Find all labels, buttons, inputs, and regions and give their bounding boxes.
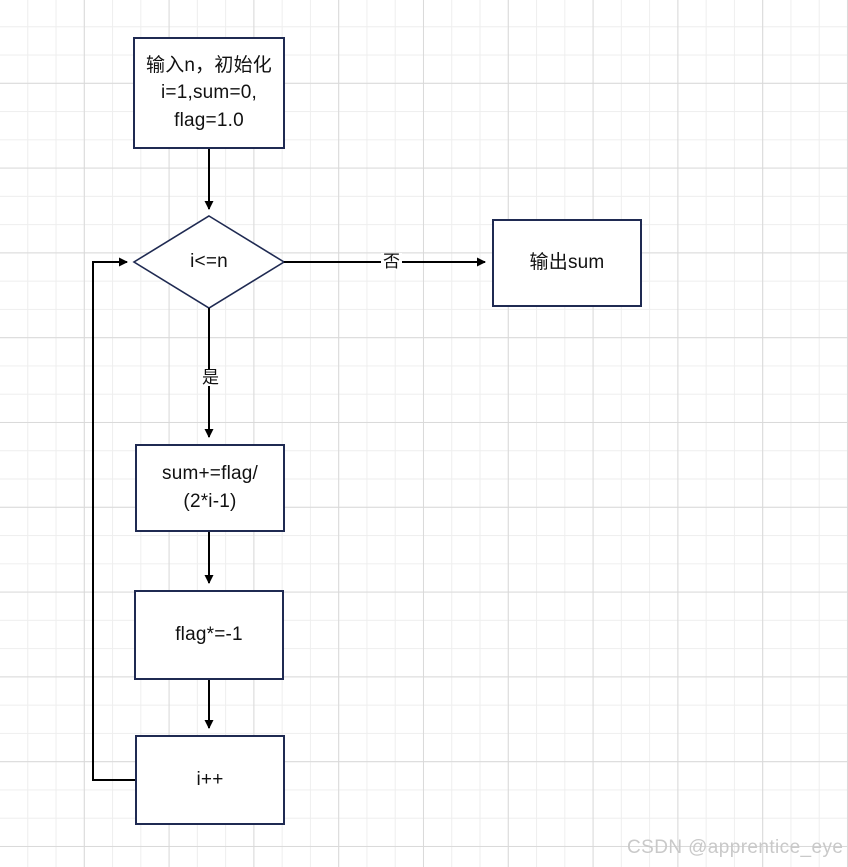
- edge-label-yes: 是: [200, 368, 221, 387]
- node-condition-label: i<=n: [190, 251, 228, 273]
- edge-increment-loop-back-to-condition: [92, 257, 135, 781]
- node-increment: i++: [135, 735, 285, 825]
- node-output: 输出sum: [492, 219, 642, 307]
- edge-label-no: 否: [381, 252, 402, 271]
- node-flip-flag: flag*=-1: [134, 590, 284, 680]
- node-accumulate: sum+=flag/ (2*i-1): [135, 444, 285, 532]
- watermark-text: CSDN @apprentice_eye: [627, 837, 844, 858]
- node-init: 输入n，初始化 i=1,sum=0, flag=1.0: [133, 37, 285, 149]
